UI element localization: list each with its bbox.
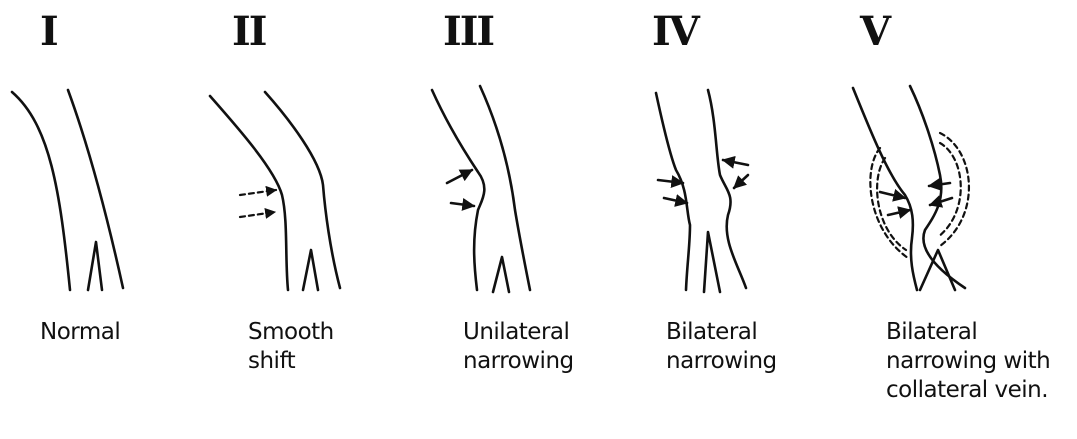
dashed-arrow-lower <box>240 212 275 217</box>
panel-5-vessel <box>853 86 969 290</box>
panel-4-vessel <box>656 90 748 292</box>
arrow-lower <box>451 203 474 206</box>
panel-2-vessel <box>210 92 340 290</box>
arrow-left-upper <box>880 192 905 198</box>
vessel-left-wall <box>432 90 484 290</box>
panel-3-vessel <box>432 86 530 292</box>
collateral-vein-left-outer <box>870 148 908 258</box>
vessel-left-wall <box>853 88 917 290</box>
panel-1-vessel <box>12 90 123 290</box>
vessel-right-wall <box>910 86 965 288</box>
vessel-right-wall <box>480 86 530 290</box>
branch-fork <box>88 242 102 290</box>
branch-fork <box>704 232 720 292</box>
dashed-arrow-upper <box>240 190 276 195</box>
collateral-vein-right-outer <box>940 133 969 246</box>
panel-1-caption: Normal <box>40 318 120 347</box>
arrow-right-lower <box>734 175 748 188</box>
arrow-right-upper <box>929 183 950 186</box>
arrow-left-lower <box>888 210 910 215</box>
collateral-vein-left-inner <box>877 158 906 250</box>
vessel-right-wall <box>68 90 123 288</box>
branch-fork <box>493 257 509 292</box>
branch-fork <box>303 250 318 290</box>
vessel-left-wall <box>12 92 70 290</box>
panel-3-caption: Unilateral narrowing <box>463 318 574 376</box>
arrow-upper <box>447 170 472 183</box>
vessel-left-wall <box>656 93 690 290</box>
arrow-left-upper <box>658 180 683 183</box>
arrow-right-upper <box>723 160 748 165</box>
panel-5-caption: Bilateral narrowing with collateral vein… <box>886 318 1050 405</box>
panel-4-caption: Bilateral narrowing <box>666 318 777 376</box>
branch-fork <box>920 250 955 290</box>
panel-2-caption: Smooth shift <box>248 318 334 376</box>
arrow-left-lower <box>664 198 687 203</box>
